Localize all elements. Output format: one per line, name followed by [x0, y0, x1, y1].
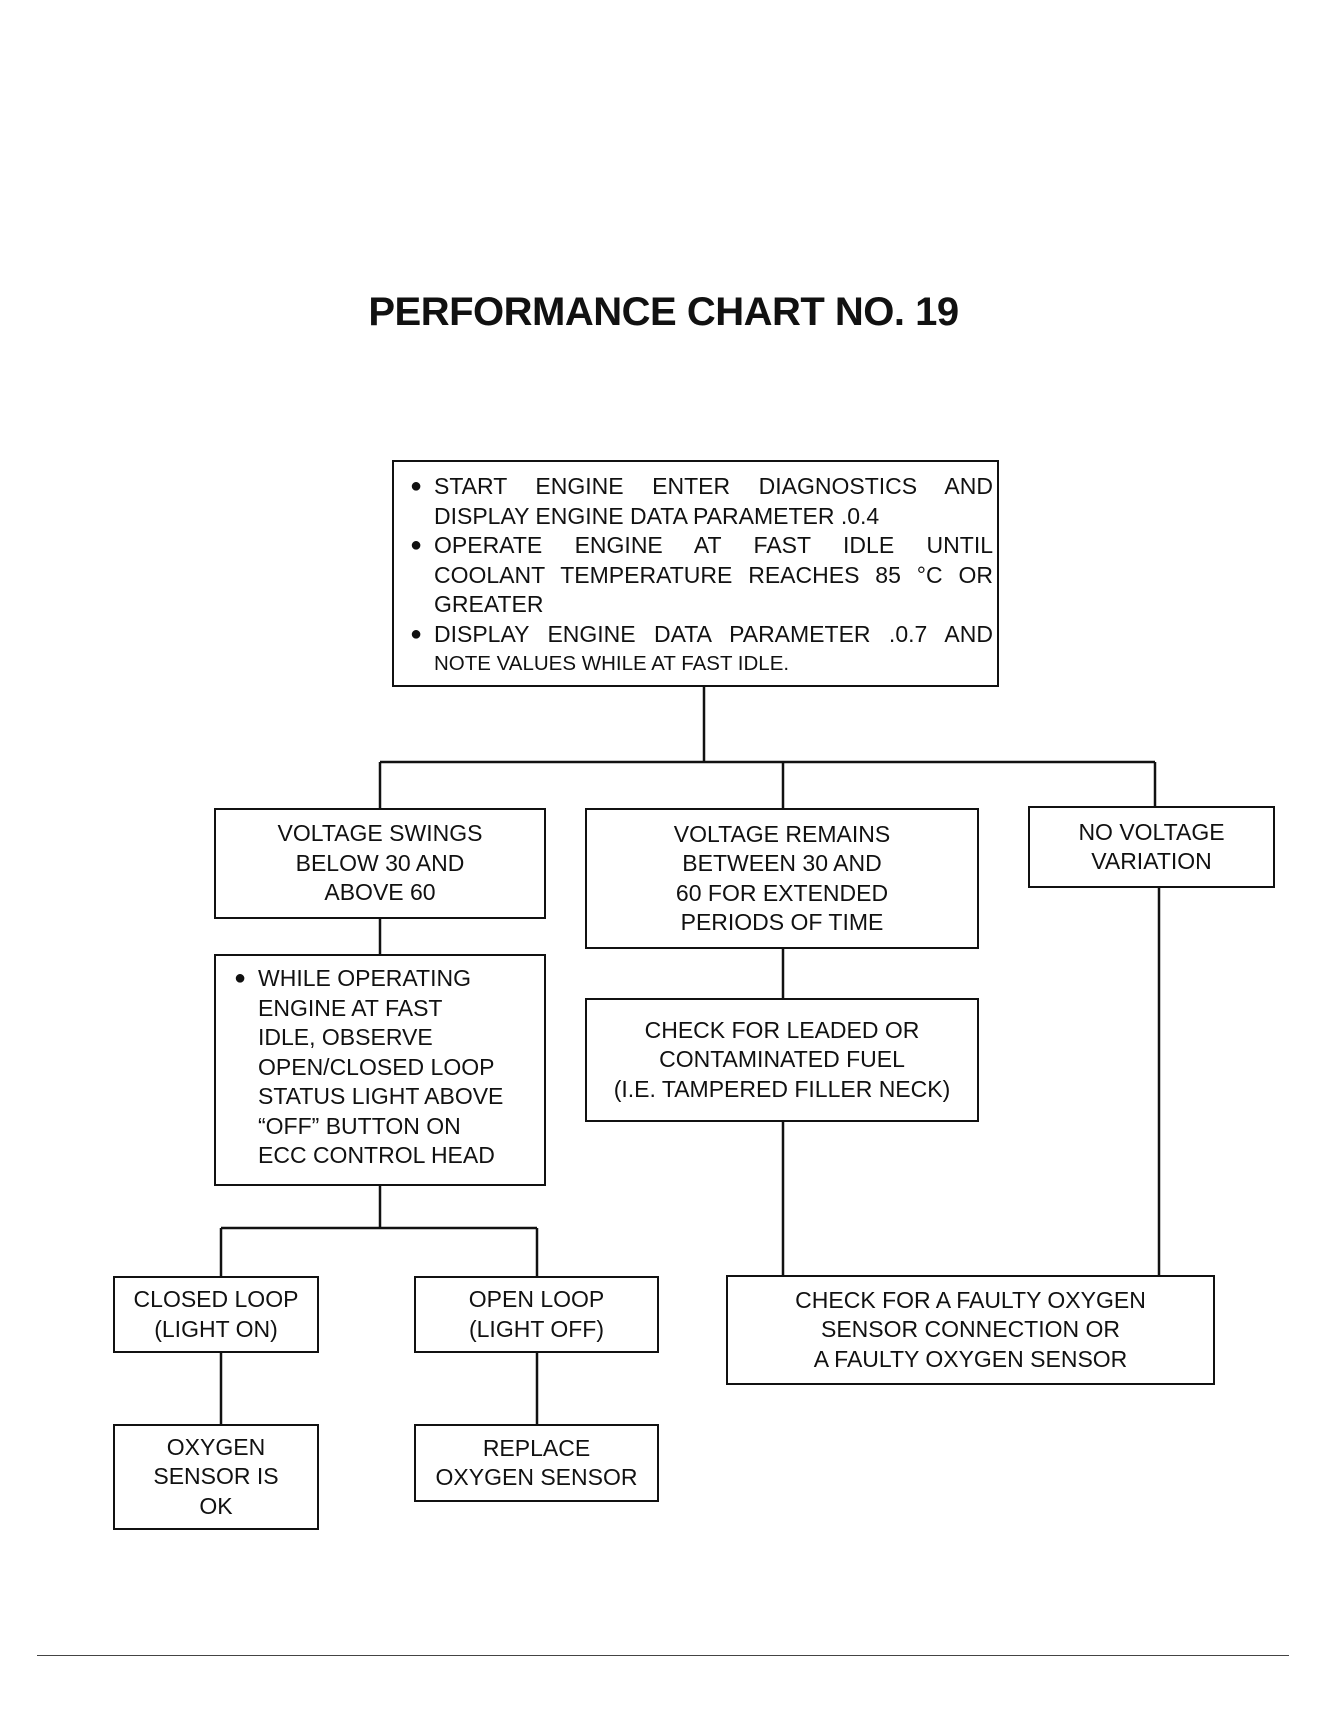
while-operating-box: ● WHILE OPERATING ENGINE AT FAST IDLE, O… [214, 954, 546, 1186]
start-step-box: ● START ENGINE ENTER DIAGNOSTICS AND DIS… [392, 460, 999, 687]
sensor-ok-box: OXYGEN SENSOR IS OK [113, 1424, 319, 1530]
voltage-remains-box: VOLTAGE REMAINS BETWEEN 30 AND 60 FOR EX… [585, 808, 979, 949]
bullet-icon: ● [410, 475, 423, 497]
page-title: PERFORMANCE CHART NO. 19 [368, 290, 959, 334]
while-operating-item: ● WHILE OPERATING ENGINE AT FAST IDLE, O… [234, 965, 504, 1168]
closed-loop-box: CLOSED LOOP (LIGHT ON) [113, 1276, 319, 1353]
bullet-icon: ● [410, 534, 423, 556]
voltage-swings-box: VOLTAGE SWINGS BELOW 30 AND ABOVE 60 [214, 808, 546, 919]
open-loop-box: OPEN LOOP (LIGHT OFF) [414, 1276, 659, 1353]
replace-sensor-box: REPLACE OXYGEN SENSOR [414, 1424, 659, 1502]
bullet-icon: ● [410, 622, 423, 645]
start-step-item-2: ● OPERATE ENGINE AT FAST IDLE UNTIL COOL… [410, 532, 993, 617]
check-sensor-box: CHECK FOR A FAULTY OXYGEN SENSOR CONNECT… [726, 1275, 1215, 1385]
no-voltage-box: NO VOLTAGE VARIATION [1028, 806, 1275, 888]
footer-rule [37, 1655, 1289, 1656]
check-fuel-box: CHECK FOR LEADED OR CONTAMINATED FUEL (I… [585, 998, 979, 1122]
start-step-item-1: ● START ENGINE ENTER DIAGNOSTICS AND DIS… [410, 473, 993, 529]
start-step-item-3: ● DISPLAY ENGINE DATA PARAMETER .0.7 AND… [410, 620, 993, 676]
bullet-icon: ● [234, 967, 247, 989]
